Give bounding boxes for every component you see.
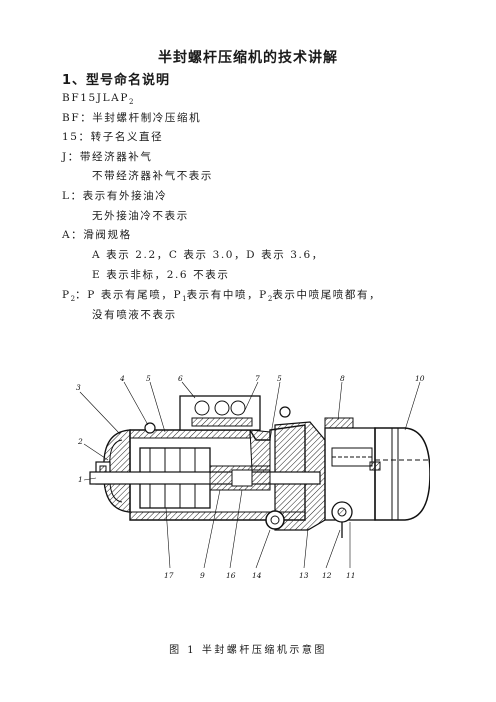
line-a-options-2: E 表示非标，2.6 不表示 <box>92 269 230 281</box>
label-16: 16 <box>226 571 236 580</box>
label-7: 7 <box>255 374 260 383</box>
main-shaft <box>89 465 321 491</box>
document-title: 半封螺杆压缩机的技术讲解 <box>158 50 338 66</box>
label-12: 12 <box>322 571 332 580</box>
section-heading: 1、型号命名说明 <box>62 73 171 88</box>
label-3: 3 <box>76 383 81 392</box>
p-text-2: 表示有中喷，P <box>186 289 268 301</box>
line-j: J：带经济器补气 <box>62 151 153 163</box>
figure-caption: 图 1 半封螺杆压缩机示意图 <box>169 645 327 656</box>
oil-fitting <box>331 501 353 538</box>
label-13: 13 <box>299 571 309 580</box>
line-a-options: A 表示 2.2，C 表示 3.0，D 表示 3.6， <box>92 249 324 261</box>
p-text-3: 表示中喷尾喷都有， <box>272 289 382 301</box>
label-5a: 5 <box>146 374 151 383</box>
line-15: 15：转子名义直径 <box>62 131 164 143</box>
line-p-none: 没有喷液不表示 <box>92 309 177 321</box>
label-2: 2 <box>77 437 83 446</box>
line-p: P2：P 表示有尾喷，P1表示有中喷，P2表示中喷尾喷都有， <box>62 287 381 303</box>
line-a: A：滑阀规格 <box>62 229 132 241</box>
label-1: 1 <box>78 475 83 484</box>
label-11: 11 <box>346 571 356 580</box>
label-17: 17 <box>164 571 174 580</box>
label-4: 4 <box>119 374 125 383</box>
p-text-1: ：P 表示有尾喷，P <box>75 289 183 301</box>
label-9: 9 <box>200 571 205 580</box>
label-5b: 5 <box>277 374 282 383</box>
p-prefix: P <box>62 289 71 301</box>
line-l-none: 无外接油冷不表示 <box>92 210 189 222</box>
line-j-none: 不带经济器补气不表示 <box>92 170 213 182</box>
label-10: 10 <box>415 374 425 383</box>
p-text-1-sub: 1 <box>182 295 187 304</box>
model-code: BF15JLAP2 <box>62 92 133 106</box>
p-prefix-sub: 2 <box>70 295 76 304</box>
model-code-sub: 2 <box>129 98 134 107</box>
line-l: L：表示有外接油冷 <box>62 190 168 202</box>
label-14: 14 <box>252 571 262 580</box>
line-bf: BF：半封螺杆制冷压缩机 <box>62 112 202 124</box>
model-code-main: BF15JLAP <box>62 92 129 104</box>
figure-labels: 3 4 5 6 7 5 8 10 2 1 17 9 16 14 13 12 11 <box>76 374 425 580</box>
label-6: 6 <box>178 374 183 383</box>
left-end-cover <box>95 429 131 513</box>
label-8: 8 <box>340 374 345 383</box>
p-text-2-sub: 2 <box>267 295 273 304</box>
terminal-box <box>179 395 261 431</box>
lifting-eyes <box>144 406 354 434</box>
compressor-diagram: 3 4 5 6 7 5 8 10 2 1 17 9 16 14 13 12 11 <box>76 374 430 580</box>
